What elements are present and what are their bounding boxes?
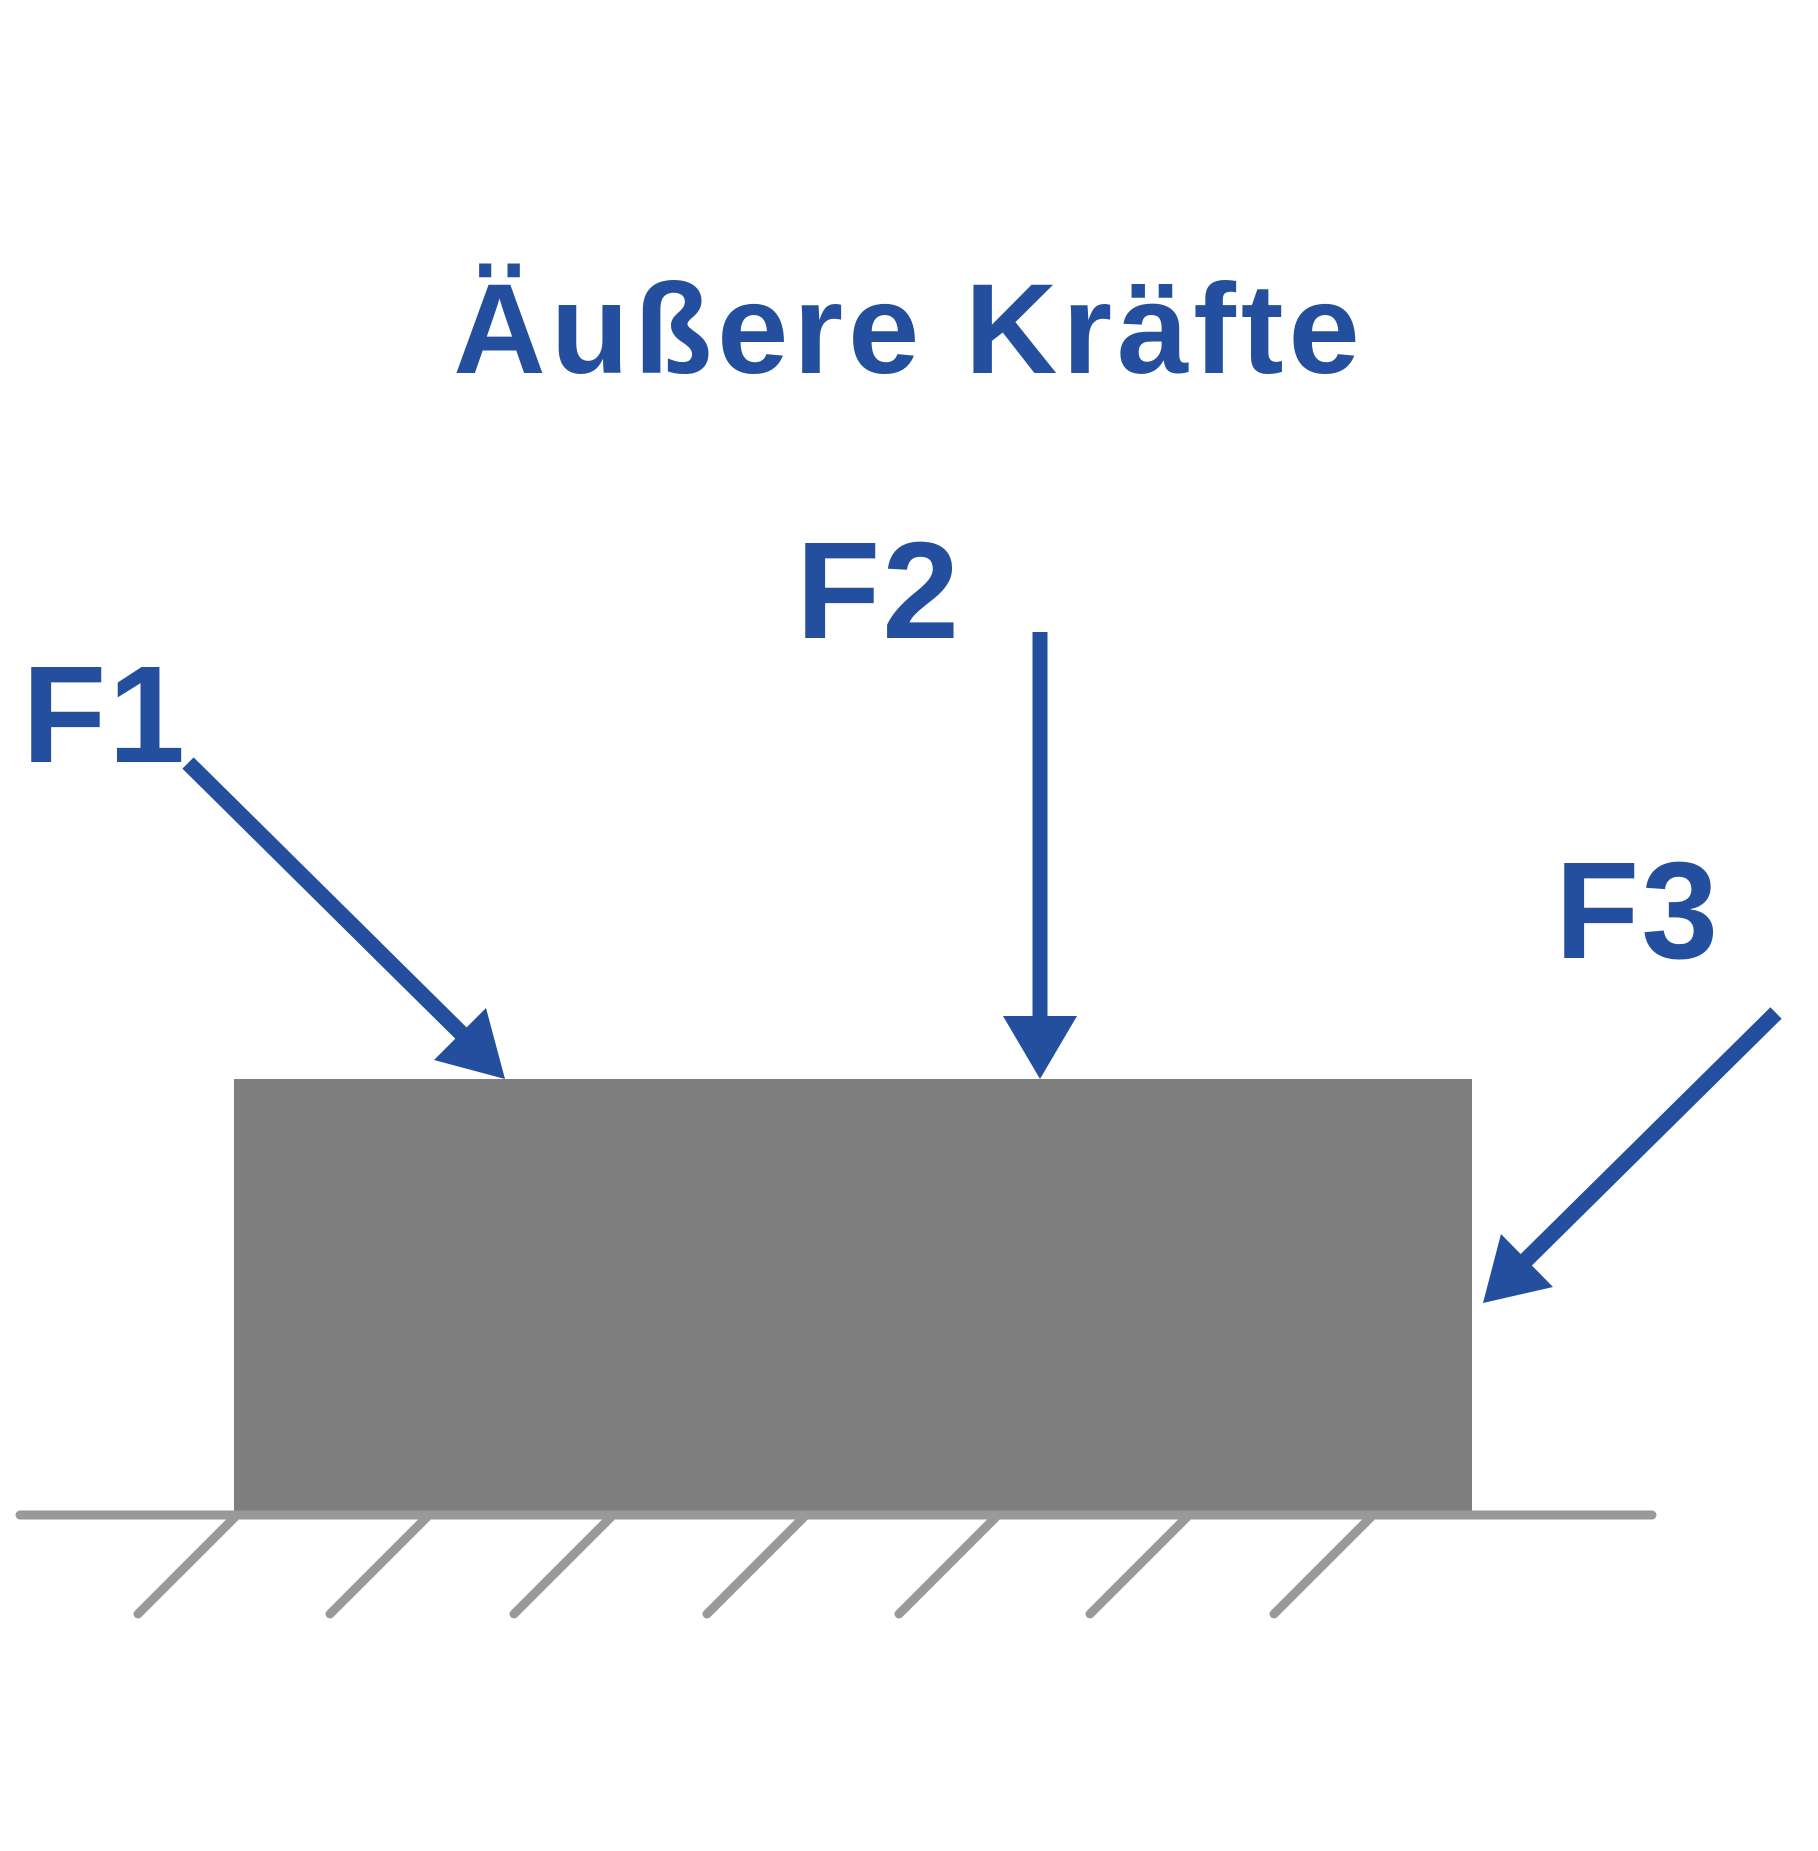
force-f3-shaft <box>1516 1007 1782 1270</box>
block-body <box>234 1079 1472 1514</box>
force-f3-label: F3 <box>1555 834 1720 988</box>
force-arrow-f2 <box>1003 632 1077 1079</box>
hatch-line <box>1269 1511 1377 1619</box>
force-arrow-f1 <box>182 757 505 1079</box>
hatch-line <box>1085 1511 1193 1619</box>
force-f2-arrowhead <box>1003 1016 1077 1079</box>
force-arrow-f3 <box>1483 1007 1782 1303</box>
force-f1-arrowhead <box>434 1008 505 1079</box>
hatch-line <box>133 1511 241 1619</box>
hatch-line <box>894 1511 1002 1619</box>
force-f1-shaft <box>182 757 476 1048</box>
ground-hatching <box>133 1511 1377 1619</box>
force-f2-label: F2 <box>796 514 961 668</box>
force-f3-arrowhead <box>1483 1234 1553 1303</box>
hatch-line <box>702 1511 810 1619</box>
hatch-line <box>509 1511 617 1619</box>
hatch-line <box>325 1511 433 1619</box>
diagram-title: Äußere Kräfte <box>453 258 1364 401</box>
force-f1-label: F1 <box>22 638 187 792</box>
